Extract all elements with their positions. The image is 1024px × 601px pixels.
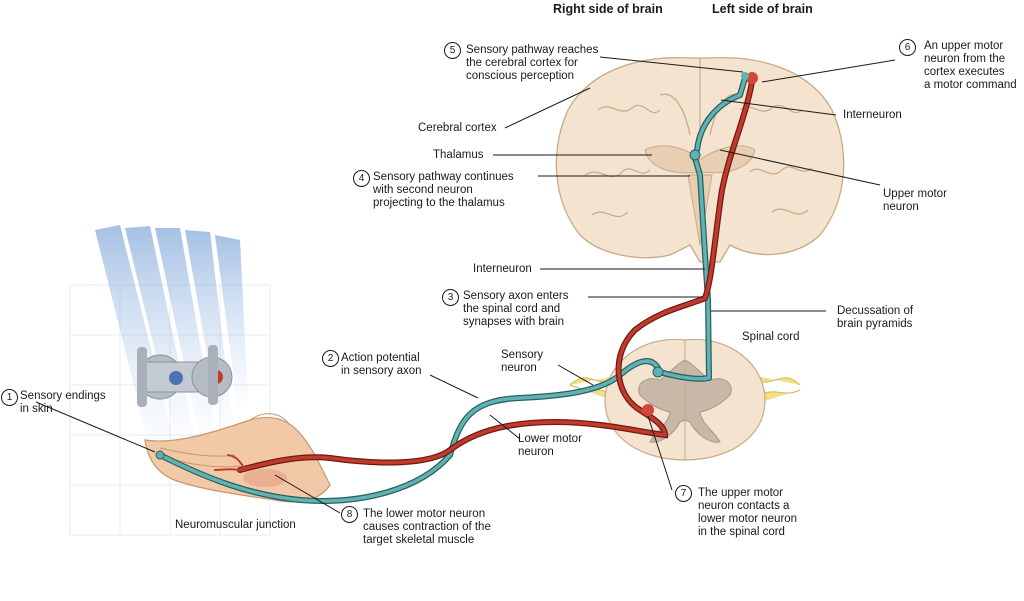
header-right-side-of-brain: Right side of brain — [553, 2, 663, 16]
step-5-marker: 5 — [444, 42, 461, 59]
water-spray — [95, 225, 248, 450]
faucet-icon — [137, 345, 233, 407]
step-5-text: Sensory pathway reaches the cerebral cor… — [466, 44, 599, 82]
synapse-markers — [155, 72, 758, 460]
step-4-text: Sensory pathway continues with second ne… — [373, 171, 514, 209]
step-7-text: The upper motor neuron contacts a lower … — [698, 487, 798, 538]
step-7-marker: 7 — [675, 485, 692, 502]
label-interneuron-brain: Interneuron — [843, 109, 902, 121]
step-8-text: The lower motor neuron causes contractio… — [363, 508, 491, 546]
label-cerebral-cortex: Cerebral cortex — [418, 122, 497, 134]
label-spinal-cord: Spinal cord — [742, 331, 800, 343]
header-left-side-of-brain: Left side of brain — [712, 2, 813, 16]
motor-pathway — [214, 79, 755, 473]
label-interneuron-cord: Interneuron — [473, 263, 532, 275]
step-2-text: Action potential in sensory axon — [341, 352, 422, 377]
leader-lines — [35, 56, 896, 514]
spinal-cord-cross-section — [569, 338, 801, 461]
step-6-text: An upper motor neuron from the cortex ex… — [924, 40, 1017, 91]
step-4-marker: 4 — [353, 170, 370, 187]
label-decussation: Decussation of brain pyramids — [837, 305, 914, 330]
step-1-marker: 1 — [1, 389, 18, 406]
label-neuromuscular-junction: Neuromuscular junction — [175, 519, 296, 531]
step-3-text: Sensory axon enters the spinal cord and … — [463, 290, 569, 328]
step-8-marker: 8 — [341, 506, 358, 523]
step-6-marker: 6 — [899, 39, 916, 56]
brain-coronal-section — [555, 56, 845, 263]
label-thalamus: Thalamus — [433, 149, 484, 161]
step-1-text: Sensory endings in skin — [20, 390, 106, 415]
step-3-marker: 3 — [442, 289, 459, 306]
label-sensory-neuron: Sensory neuron — [501, 349, 544, 374]
label-upper-motor-neuron: Upper motor neuron — [883, 188, 947, 213]
step-2-marker: 2 — [322, 350, 339, 367]
label-lower-motor-neuron: Lower motor neuron — [518, 433, 582, 458]
